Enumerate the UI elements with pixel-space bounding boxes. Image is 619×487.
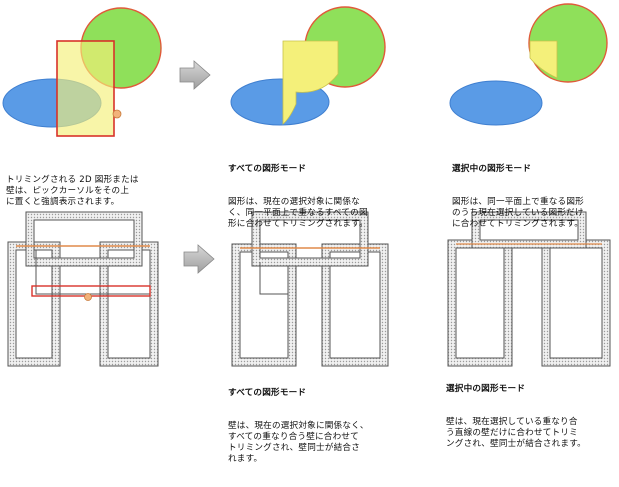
caption-title: 選択中の図形モード bbox=[446, 384, 526, 394]
caption-original: トリミングされる 2D 図形または 壁は、ピックカーソルをその上 に置くと強調表… bbox=[6, 153, 139, 230]
diagram-stage: トリミングされる 2D 図形または 壁は、ピックカーソルをその上 に置くと強調表… bbox=[2, 3, 611, 464]
caption-body: トリミングされる 2D 図形または 壁は、ピックカーソルをその上 に置くと強調表… bbox=[6, 175, 139, 207]
pick-cursor bbox=[112, 109, 122, 119]
shapes-original bbox=[2, 7, 162, 137]
caption-body: 図形は、現在の選択対象に関係な く、同一平面上で重なるすべての図 形に合わせてト… bbox=[228, 197, 368, 229]
caption-title: すべての図形モード bbox=[228, 164, 307, 174]
arrow-right-icon bbox=[179, 60, 211, 90]
trimmed-yellow-shape bbox=[529, 40, 558, 79]
trimmed-yellow-shape bbox=[282, 40, 339, 125]
walls-selected-mode bbox=[447, 211, 611, 367]
caption-body: 図形は、同一平面上で重なる図形 のうち現在選択している図形だけ に合わせてトリミ… bbox=[452, 197, 584, 229]
caption-selected-shapes-mode: 選択中の図形モード 図形は、同一平面上で重なる図形 のうち現在選択している図形だ… bbox=[452, 142, 584, 252]
caption-title: すべての図形モード bbox=[228, 388, 307, 398]
caption-body: 壁は、現在選択している重なり合 う直線の壁だけに合わせてトリミ ングされ、壁同士… bbox=[446, 417, 586, 449]
caption-title: 選択中の図形モード bbox=[452, 164, 532, 174]
blue-ellipse bbox=[449, 80, 543, 126]
caption-all-shapes-mode: すべての図形モード 図形は、現在の選択対象に関係な く、同一平面上で重なるすべて… bbox=[228, 142, 368, 252]
walls-original bbox=[7, 211, 159, 367]
shapes-selected-mode bbox=[449, 3, 608, 126]
caption-all-walls-mode: すべての図形モード 壁は、現在の選択対象に関係なく、 すべての重なり合う壁に合わ… bbox=[228, 366, 369, 487]
highlighted-rectangle bbox=[56, 40, 115, 137]
walls-all-mode bbox=[231, 211, 389, 367]
shapes-all-mode bbox=[230, 6, 386, 126]
caption-selected-walls-mode: 選択中の図形モード 壁は、現在選択している重なり合 う直線の壁だけに合わせてトリ… bbox=[446, 362, 586, 472]
arrow-right-icon bbox=[183, 244, 215, 274]
pick-cursor bbox=[84, 293, 92, 301]
